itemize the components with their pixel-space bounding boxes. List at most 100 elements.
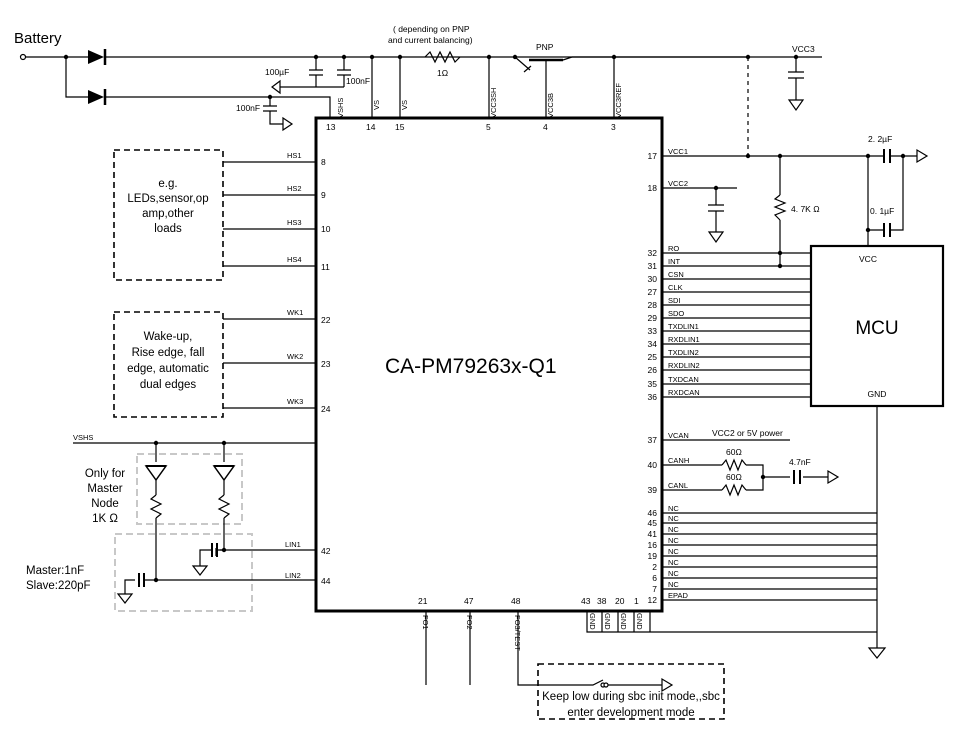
pin-vcc1-17: VCC1 <box>668 147 688 156</box>
pin-fo2: FO2 <box>465 615 474 630</box>
pin-num-39: 39 <box>648 485 658 495</box>
pin-num-27: 27 <box>648 287 658 297</box>
battery-terminal <box>19 53 27 61</box>
pin-wk1: WK1 <box>287 308 303 317</box>
cap-2-2uF-label: 2. 2µF <box>868 134 892 144</box>
pin-vcan-37: VCAN <box>668 431 689 440</box>
pin-rxdlin2-26: RXDLIN2 <box>668 361 700 370</box>
vcc2-cap <box>662 187 737 244</box>
pin-num-21: 21 <box>418 596 428 606</box>
right-pin-labels: VCC117VCC218RO32INT31CSN30CLK27SDI28SDO2… <box>648 147 700 605</box>
vshs-cap <box>263 97 283 125</box>
pin-num-29: 29 <box>648 313 658 323</box>
lin-note-4: 1K Ω <box>92 513 118 525</box>
pin-ro-32: RO <box>668 244 679 253</box>
pin-num-45: 45 <box>648 518 658 528</box>
pin-hs3: HS3 <box>287 218 302 227</box>
pin-clk-27: CLK <box>668 283 683 292</box>
pin-num-30: 30 <box>648 274 658 284</box>
pin-num-38: 38 <box>597 596 607 606</box>
resistor-60-a-label: 60Ω <box>726 447 742 457</box>
pin-gnd-38: GND <box>603 613 612 630</box>
loads-line-1: e.g. <box>158 178 177 190</box>
lin-cap-note-2: Slave:220pF <box>26 580 91 592</box>
vcc3-label: VCC3 <box>792 44 815 54</box>
ground-symbol <box>282 116 294 132</box>
pin-num-14: 14 <box>366 122 376 132</box>
pin-num-11: 11 <box>321 262 330 272</box>
master-node-box <box>136 453 243 525</box>
loads-line-3: amp,other <box>142 208 194 220</box>
test-note-2: enter development mode <box>567 707 694 719</box>
chip-name: CA-PM79263x-Q1 <box>385 355 557 378</box>
diode-2 <box>88 89 107 105</box>
pin-nc-41: NC <box>668 525 679 534</box>
lin-cap-note-1: Master:1nF <box>26 565 84 577</box>
nc-wires <box>662 512 877 601</box>
test-note-box <box>537 663 725 720</box>
pin-nc-16: NC <box>668 536 679 545</box>
pin-vcc3ref: VCC3REF <box>614 83 623 118</box>
test-note-1: Keep low during sbc init mode,,sbc <box>542 691 720 703</box>
pin-sdi-28: SDI <box>668 296 681 305</box>
pin-canh-40: CANH <box>668 456 689 465</box>
pin-num-13: 13 <box>326 122 336 132</box>
vshs-label: VSHS <box>73 433 93 442</box>
pin-num-9: 9 <box>321 190 326 200</box>
cap-100nF-b-label: 100nF <box>236 103 260 113</box>
pin-canl-39: CANL <box>668 481 688 490</box>
pnp-note: ( depending on PNP <box>393 24 470 34</box>
resistor-60-b-label: 60Ω <box>726 472 742 482</box>
pin-txdlin2-25: TXDLIN2 <box>668 348 699 357</box>
lin-cap-box <box>114 533 253 612</box>
pin-num-41: 41 <box>648 529 658 539</box>
resistor-4-7k <box>773 194 787 221</box>
pin-num-42: 42 <box>321 546 331 556</box>
pin-hs1: HS1 <box>287 151 302 160</box>
pin-vshs: VSHS <box>336 98 345 118</box>
loads-box <box>113 149 224 281</box>
pin-epad-12: EPAD <box>668 591 688 600</box>
cap-100uF-label: 100µF <box>265 67 289 77</box>
lin-diode-1 <box>144 465 168 482</box>
pin-sdo-29: SDO <box>668 309 684 318</box>
pin-num-18: 18 <box>648 183 658 193</box>
lin-note-2: Master <box>87 483 122 495</box>
pin-nc-46: NC <box>668 504 679 513</box>
lin-resistor-2 <box>217 494 231 519</box>
pin-hs4: HS4 <box>287 255 302 264</box>
battery-wire <box>26 56 748 118</box>
pin-num-26: 26 <box>648 365 658 375</box>
pin-rxdlin1-34: RXDLIN1 <box>668 335 700 344</box>
mcu <box>809 244 945 408</box>
fo-wires <box>425 611 662 686</box>
pin-txdlin1-33: TXDLIN1 <box>668 322 699 331</box>
pin-num-25: 25 <box>648 352 658 362</box>
pin-nc-2: NC <box>668 558 679 567</box>
left-pin-labels: HS1 HS2 HS3 HS4 WK1 WK2 WK3 LIN1 LIN2 8 … <box>285 151 331 586</box>
pin-num-22: 22 <box>321 315 331 325</box>
resistor-4-7k-label: 4. 7K Ω <box>791 204 820 214</box>
cap-100nF-label: 100nF <box>346 76 370 86</box>
diode-1 <box>88 49 107 65</box>
bottom-pin-labels: 21 47 48 43 38 20 1 FO1 FO2 FO3/TEST GND… <box>418 596 644 651</box>
mcu-gnd-label: GND <box>868 389 887 399</box>
lin-diode-2 <box>212 465 236 482</box>
pin-num-36: 36 <box>648 392 658 402</box>
pnp-label: PNP <box>536 42 554 52</box>
hs-wires <box>223 161 316 267</box>
lin-note-1: Only for <box>85 468 125 480</box>
pin-num-19: 19 <box>648 551 658 561</box>
cap-0-1uF-wires <box>867 156 904 231</box>
pin-num-6: 6 <box>652 573 657 583</box>
pin-vcc2-18: VCC2 <box>668 179 688 188</box>
resistor-1ohm <box>424 50 461 64</box>
pin-num-44: 44 <box>321 576 331 586</box>
wk-wires <box>223 318 316 409</box>
resistor-60-b <box>721 483 747 497</box>
pin-num-20: 20 <box>615 596 625 606</box>
pin-num-10: 10 <box>321 224 331 234</box>
vcan-note: VCC2 or 5V power <box>712 428 783 438</box>
wake-line-4: dual edges <box>140 379 197 391</box>
